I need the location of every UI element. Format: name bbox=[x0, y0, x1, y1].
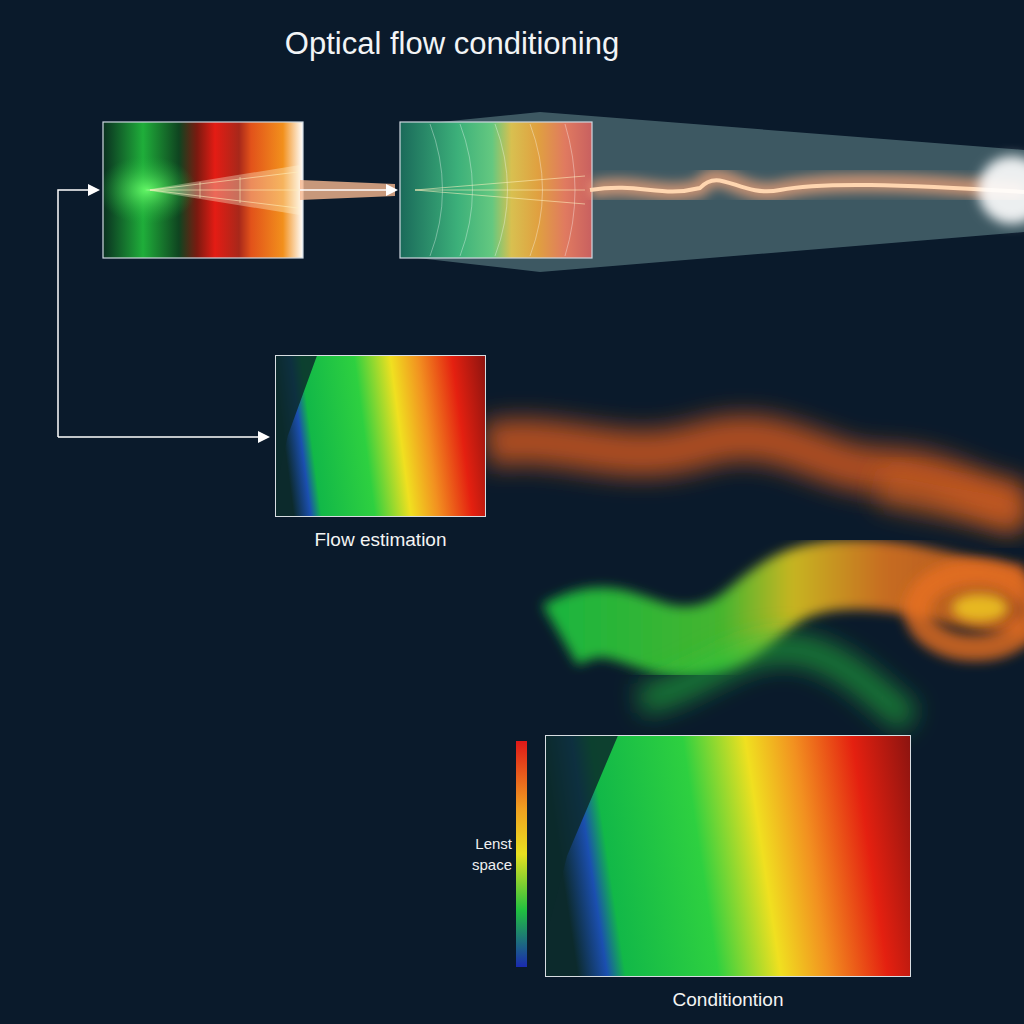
heatmap bbox=[275, 355, 486, 517]
panel-caption: Conditiontion bbox=[545, 989, 911, 1011]
heatmap-panel: Flow estimation bbox=[275, 355, 486, 551]
panel-caption: Flow estimation bbox=[275, 529, 486, 551]
title: Optical flow conditioning bbox=[150, 26, 754, 62]
colorbar-label: Lenst space bbox=[442, 833, 512, 875]
heatmap-panel: Conditiontion bbox=[545, 735, 911, 1011]
heatmap bbox=[545, 735, 911, 977]
